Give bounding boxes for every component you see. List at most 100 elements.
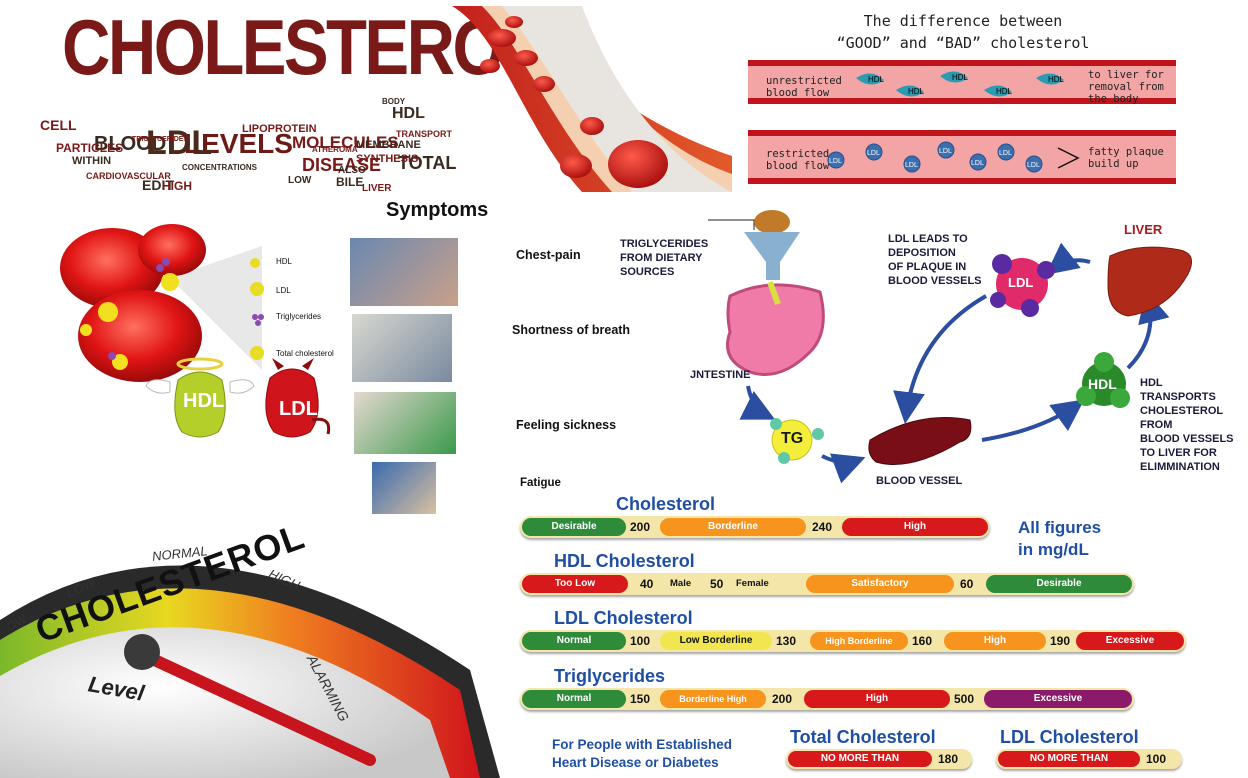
seg-excessive: Excessive (1076, 632, 1184, 650)
ldl-particle-label: LDL (829, 158, 842, 165)
people-note: For People with Established Heart Diseas… (552, 736, 732, 772)
cholesterol-flow-diagram (708, 210, 1193, 484)
flow-ldl-line1: LDL LEADS TO (888, 233, 968, 245)
word-cloud-word: BILE (336, 175, 364, 189)
bad-vessel: restricted blood flow fatty plaque build… (748, 130, 1176, 184)
flow-hdl-label: HDL TRANSPORTS CHOLESTEROL FROM BLOOD VE… (1140, 376, 1234, 474)
seg-high-borderline: High Borderline (810, 632, 908, 650)
flow-hdl-ball-label: HDL (1088, 376, 1117, 392)
num-200: 200 (630, 520, 651, 534)
num-50: 50 (710, 577, 724, 591)
flow-blood-vessel-label: BLOOD VESSEL (876, 475, 963, 487)
bad-left-line2: blood flow (766, 160, 830, 172)
ldl-mascot-label: LDL (279, 398, 318, 420)
num-240: 240 (812, 520, 833, 534)
num-200-trig: 200 (772, 692, 793, 706)
flow-ldl-ball-label: LDL (1008, 275, 1034, 290)
num-150: 150 (630, 692, 651, 706)
seg-high-ldl: High (944, 632, 1046, 650)
people-line2: Heart Disease or Diabetes (552, 755, 719, 770)
symptom-shortness-of-breath: Shortness of breath (512, 323, 631, 337)
good-right-line1: to liver for (1088, 69, 1164, 81)
seg-normal: Normal (522, 632, 626, 650)
flow-tg-label: TG (781, 430, 804, 447)
hdl-particle-label: HDL (908, 87, 925, 96)
seg-high-trig: High (804, 690, 950, 708)
bad-right-line2: build up (1088, 158, 1139, 170)
chart-cholesterol-title: Cholesterol (616, 494, 716, 514)
hdl-mascot (145, 357, 255, 438)
chart-ldl-title: LDL Cholesterol (554, 608, 693, 628)
word-cloud-word: CONCENTRATIONS (182, 163, 257, 172)
flow-ldl-line2: DEPOSITION (888, 247, 956, 259)
total-limit-title: Total Cholesterol (790, 727, 936, 747)
bad-left-label: restricted blood flow (766, 148, 829, 172)
seg-too-low: Too Low (522, 575, 628, 593)
word-cloud-word: DISEASE (302, 155, 382, 175)
word-cloud-word: CARDIOVASCULAR (86, 171, 171, 181)
seg-desirable-hdl: Desirable (986, 575, 1132, 593)
word-cloud-word: MOLECULES (292, 133, 399, 152)
seg-desirable: Desirable (522, 518, 626, 536)
word-cloud-word: ALSO (338, 165, 366, 176)
flow-hdl-line3: CHOLESTEROL (1140, 405, 1224, 417)
label-female: Female (736, 578, 769, 589)
flow-ldl-line3: OF PLAQUE IN (888, 261, 967, 273)
num-60: 60 (960, 577, 974, 591)
ldl-limit-label: NO MORE THAN (998, 751, 1140, 767)
legend-ldl: LDL (276, 286, 291, 295)
ldl-limit-title: LDL Cholesterol (1000, 727, 1139, 747)
chart-trig-title: Triglycerides (554, 666, 666, 686)
word-cloud-word: MEMBRANE (356, 139, 421, 151)
bad-right-line1: fatty plaque (1088, 146, 1164, 158)
ldl-particle-label: LDL (939, 148, 952, 155)
flow-trig-line1: TRIGLYCERIDES (620, 238, 709, 250)
bad-left-line1: restricted (766, 148, 830, 160)
word-cloud-title: CHOLESTEROL (62, 3, 543, 91)
flow-intestine-label: JNTESTINE (690, 369, 751, 381)
word-cloud-word: LIVER (362, 183, 392, 194)
chart-units: All figures in mg/dL (1018, 517, 1101, 561)
word-cloud-word: CELL (40, 117, 77, 133)
good-right-line3: the body (1088, 93, 1139, 105)
ldl-particle-label: LDL (1027, 162, 1040, 169)
blood-cell-illustration (60, 224, 331, 438)
seg-satisfactory: Satisfactory (806, 575, 954, 593)
hdl-particle-label: HDL (952, 73, 969, 82)
word-cloud-word: BODY (382, 97, 406, 106)
difference-title-line1: The difference between (863, 12, 1063, 30)
seg-low-borderline: Low Borderline (660, 632, 772, 650)
ldl-particle-label: LDL (999, 150, 1012, 157)
ldl-particles: LDL LDL LDL LDL LDL LDL LDL (827, 141, 1080, 173)
word-cloud-word: ATHEROMA (312, 145, 358, 154)
people-line1: For People with Established (552, 737, 733, 752)
word-cloud-word: HIGH (162, 179, 192, 193)
flow-hdl-line2: TRANSPORTS (1140, 391, 1216, 403)
chart-hdl-title: HDL Cholesterol (554, 551, 695, 571)
ldl-particle-label: LDL (905, 162, 918, 169)
good-left-line1: unrestricted (766, 75, 842, 87)
word-cloud-word: BLOOD (94, 133, 167, 155)
num-190: 190 (1050, 634, 1071, 648)
total-limit-label: NO MORE THAN (788, 751, 932, 767)
total-limit-value: 180 (938, 752, 959, 766)
word-cloud: CHOLESTEROL LEVELS BLOOD LDL HDL LIPOPRO… (16, 6, 543, 206)
word-cloud-word: PARTICLES (56, 141, 124, 155)
symptoms-heading: Symptoms (386, 199, 489, 221)
ldl-particle-label: LDL (971, 160, 984, 167)
units-line1: All figures (1018, 518, 1102, 537)
seg-borderline: Borderline (660, 518, 806, 536)
cholesterol-gauge (0, 565, 500, 778)
ldl-particle-label: LDL (867, 150, 880, 157)
seg-borderline-high: Borderline High (660, 690, 766, 708)
word-cloud-word: SYNTHESIS (356, 153, 419, 165)
fatigue-photo (372, 462, 436, 514)
ldl-limit-bar: NO MORE THAN 100 (996, 749, 1182, 769)
word-cloud-word: HDL (392, 105, 425, 122)
word-cloud-word: LOW (288, 175, 312, 186)
artery-illustration (452, 6, 732, 192)
symptom-fatigue: Fatigue (520, 477, 561, 489)
label-male: Male (670, 578, 692, 589)
hdl-particle-label: HDL (868, 75, 885, 84)
num-130: 130 (776, 634, 797, 648)
